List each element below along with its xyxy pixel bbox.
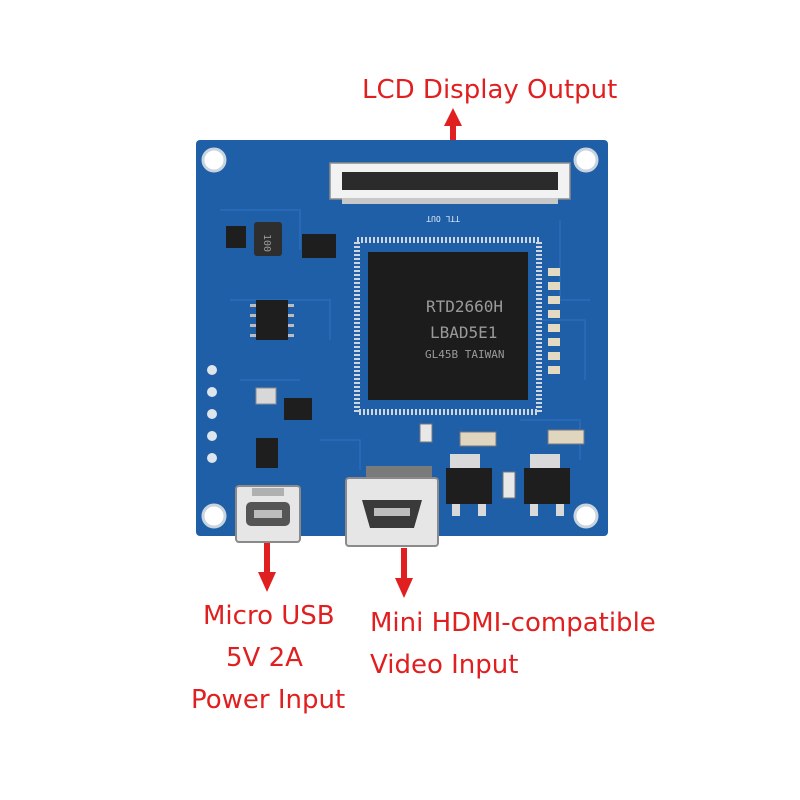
resistor-array [548,268,560,374]
pcb-traces [220,209,590,470]
voltage-regulator-1 [446,454,492,516]
chip-model-text: RTD2660H [426,297,503,316]
small-ics [226,226,336,468]
micro-usb-port [235,485,301,543]
connector-silk-label: TTL OUT [426,214,460,223]
crystal [255,387,277,405]
power-inductor [254,222,282,256]
micro-usb-label: Micro USB [203,601,335,631]
side-header-pins [207,365,217,463]
mounting-holes [201,147,599,529]
chip-origin-text: GL45B TAIWAN [425,348,504,361]
hdmi-arrow [395,548,413,598]
capacitors [419,423,585,499]
video-input-label: Video Input [370,650,519,680]
voltage-regulator-2 [524,454,570,516]
power-input-label: Power Input [191,685,346,715]
ic-pins [250,304,294,337]
main-controller-chip [354,237,542,415]
lcd-output-label: LCD Display Output [362,75,618,105]
chip-lot-text: LBAD5E1 [430,323,497,342]
lcd-fpc-connector [329,162,571,204]
mini-hdmi-port [345,466,439,547]
usb-arrow [258,540,276,592]
mini-hdmi-label: Mini HDMI-compatible [370,608,656,638]
power-spec-label: 5V 2A [226,643,303,673]
inductor-marking: 100 [261,234,272,252]
